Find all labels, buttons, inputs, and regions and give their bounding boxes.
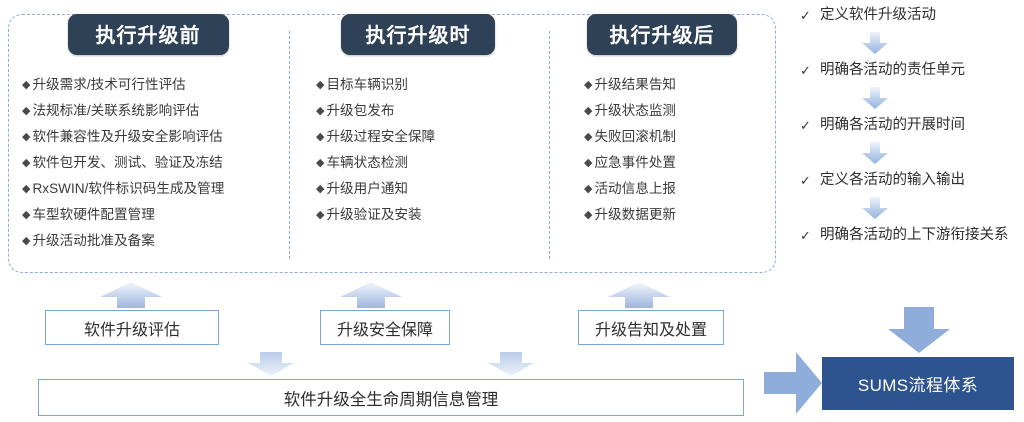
list-item: ◆法规标准/关联系统影响评估 <box>22 103 200 118</box>
arrow-up-icon <box>100 282 162 308</box>
list-item: ◆升级需求/技术可行性评估 <box>22 77 186 92</box>
checklist-panel: ✓ 定义软件升级活动 ✓ 明确各活动的责任单元 ✓ 明确各活动的开展时间 ✓ 定… <box>800 6 1015 245</box>
list-item: ◆升级结果告知 <box>584 77 677 92</box>
check-icon: ✓ <box>800 228 811 243</box>
diamond-bullet-icon: ◆ <box>22 105 31 117</box>
check-icon: ✓ <box>800 118 811 133</box>
phase-items-before: ◆升级需求/技术可行性评估 ◆法规标准/关联系统影响评估 ◆软件兼容性及升级安全… <box>8 77 288 249</box>
list-item: ◆目标车辆识别 <box>316 77 409 92</box>
diamond-bullet-icon: ◆ <box>316 209 325 221</box>
list-item: ◆RxSWIN/软件标识码生成及管理 <box>22 181 225 196</box>
checklist-item: ✓ 明确各活动的开展时间 <box>800 117 965 133</box>
diamond-bullet-icon: ◆ <box>584 209 593 221</box>
checklist-item: ✓ 定义软件升级活动 <box>800 7 936 23</box>
list-item: ◆升级验证及安装 <box>316 207 422 222</box>
phase-column-before: 执行升级前 ◆升级需求/技术可行性评估 ◆法规标准/关联系统影响评估 ◆软件兼容… <box>8 14 288 259</box>
diamond-bullet-icon: ◆ <box>316 131 325 143</box>
arrow-right-large-icon <box>764 352 822 414</box>
list-item: ◆失败回滚机制 <box>584 129 677 144</box>
diamond-bullet-icon: ◆ <box>316 183 325 195</box>
checklist-item: ✓ 明确各活动的责任单元 <box>800 62 965 78</box>
list-item: ◆软件包开发、测试、验证及冻结 <box>22 155 223 170</box>
diamond-bullet-icon: ◆ <box>22 209 31 221</box>
capability-box-notification[interactable]: 升级告知及处置 <box>578 310 724 345</box>
arrow-down-icon <box>488 352 534 376</box>
arrow-up-icon <box>608 282 670 308</box>
phase-divider-1 <box>289 31 290 259</box>
lifecycle-management-box[interactable]: 软件升级全生命周期信息管理 <box>38 379 744 416</box>
arrow-down-icon <box>862 197 888 219</box>
arrow-down-icon <box>862 87 888 109</box>
diamond-bullet-icon: ◆ <box>22 79 31 91</box>
phase-title-during: 执行升级时 <box>341 14 495 55</box>
arrow-down-icon <box>862 142 888 164</box>
list-item: ◆车辆状态检测 <box>316 155 409 170</box>
diamond-bullet-icon: ◆ <box>316 105 325 117</box>
check-icon: ✓ <box>800 63 811 78</box>
arrow-down-icon <box>862 32 888 54</box>
diamond-bullet-icon: ◆ <box>22 183 31 195</box>
checklist-item: ✓ 明确各活动的上下游衔接关系 <box>800 227 1009 243</box>
diamond-bullet-icon: ◆ <box>316 79 325 91</box>
checklist-item: ✓ 定义各活动的输入输出 <box>800 172 965 188</box>
list-item: ◆升级状态监测 <box>584 103 677 118</box>
diamond-bullet-icon: ◆ <box>22 131 31 143</box>
list-item: ◆升级包发布 <box>316 103 395 118</box>
phase-title-after: 执行升级后 <box>587 14 737 55</box>
list-item: ◆软件兼容性及升级安全影响评估 <box>22 129 223 144</box>
phase-column-during: 执行升级时 ◆目标车辆识别 ◆升级包发布 ◆升级过程安全保障 ◆车辆状态检测 ◆… <box>288 14 548 233</box>
phase-title-before: 执行升级前 <box>67 14 229 55</box>
capability-box-assessment[interactable]: 软件升级评估 <box>45 310 219 345</box>
arrow-down-icon <box>248 352 294 376</box>
diamond-bullet-icon: ◆ <box>584 131 593 143</box>
capability-box-security[interactable]: 升级安全保障 <box>320 310 450 345</box>
diamond-bullet-icon: ◆ <box>584 79 593 91</box>
list-item: ◆活动信息上报 <box>584 181 677 196</box>
phase-divider-2 <box>549 31 550 259</box>
sums-process-system-box[interactable]: SUMS流程体系 <box>822 357 1014 410</box>
list-item: ◆升级数据更新 <box>584 207 677 222</box>
phase-column-after: 执行升级后 ◆升级结果告知 ◆升级状态监测 ◆失败回滚机制 ◆应急事件处置 ◆活… <box>548 14 776 233</box>
diamond-bullet-icon: ◆ <box>316 157 325 169</box>
list-item: ◆升级活动批准及备案 <box>22 233 155 248</box>
diamond-bullet-icon: ◆ <box>22 235 31 247</box>
diamond-bullet-icon: ◆ <box>584 183 593 195</box>
phases-container <box>8 14 776 273</box>
list-item: ◆升级用户通知 <box>316 181 409 196</box>
list-item: ◆车型软硬件配置管理 <box>22 207 155 222</box>
phase-items-after: ◆升级结果告知 ◆升级状态监测 ◆失败回滚机制 ◆应急事件处置 ◆活动信息上报 … <box>548 77 776 223</box>
arrow-down-large-icon <box>888 307 950 353</box>
diamond-bullet-icon: ◆ <box>584 105 593 117</box>
diamond-bullet-icon: ◆ <box>584 157 593 169</box>
list-item: ◆升级过程安全保障 <box>316 129 436 144</box>
list-item: ◆应急事件处置 <box>584 155 677 170</box>
check-icon: ✓ <box>800 8 811 23</box>
arrow-up-icon <box>340 282 402 308</box>
diamond-bullet-icon: ◆ <box>22 157 31 169</box>
check-icon: ✓ <box>800 173 811 188</box>
phase-items-during: ◆目标车辆识别 ◆升级包发布 ◆升级过程安全保障 ◆车辆状态检测 ◆升级用户通知… <box>288 77 548 223</box>
